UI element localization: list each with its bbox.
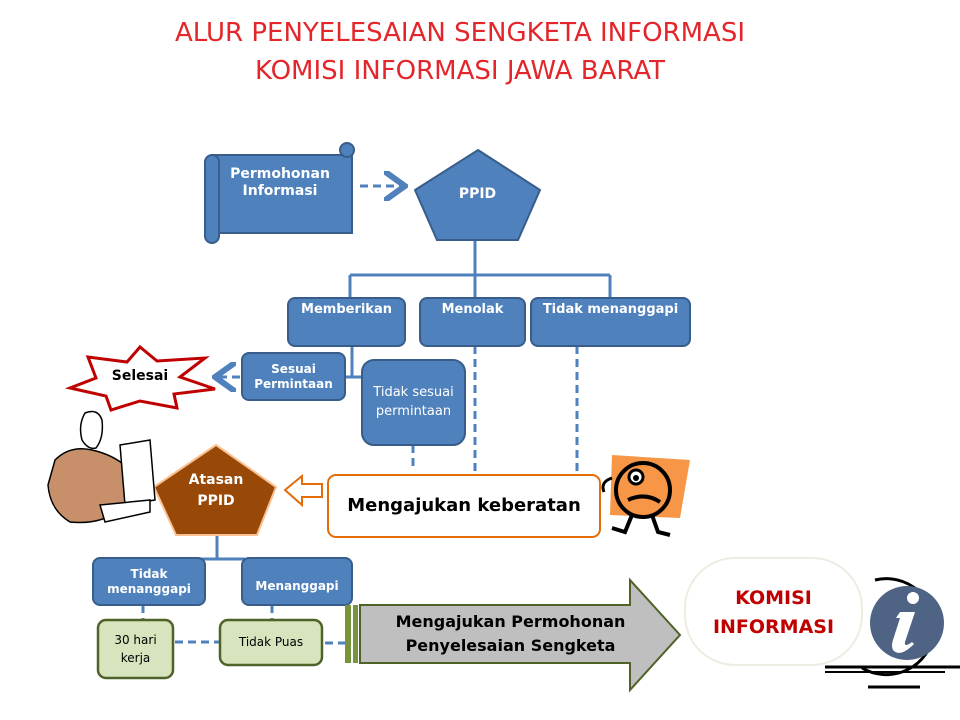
atasan-tidak-menanggapi-node: Tidak menanggapi: [107, 566, 191, 596]
30-hari-kerja-node: 30 hari kerja: [114, 633, 157, 665]
sesuai-permintaan-node: Sesuai Permintaan: [254, 361, 333, 391]
menanggapi-node: Menanggapi: [255, 579, 339, 593]
ppid-node: PPID: [458, 186, 497, 203]
big-arrow: [345, 577, 682, 693]
ppid-tidak-menanggapi-node: Tidak menanggapi: [542, 302, 679, 317]
memberikan-node: Memberikan: [301, 302, 392, 317]
permohonan-informasi-node: Permohonan Informasi: [230, 165, 330, 200]
komisi-box: [684, 557, 863, 666]
mengajukan-sengketa-node: Mengajukan Permohonan Penyelesaian Sengk…: [395, 612, 626, 655]
person-at-computer-icon: [47, 410, 156, 524]
selesai-star: [64, 344, 216, 412]
ppid-pentagon: [413, 148, 542, 241]
mengajukan-keberatan-node: Mengajukan keberatan: [347, 494, 581, 516]
tidak-sesuai-permintaan-node: Tidak sesuai permintaan: [373, 384, 454, 419]
scroll-shape: [204, 142, 355, 244]
tidak-puas-node: Tidak Puas: [238, 635, 304, 649]
menolak-node: Menolak: [441, 302, 504, 317]
atasan-pentagon: [152, 443, 278, 536]
hollow-arrow: [283, 473, 323, 508]
title-line-2: KOMISI INFORMASI JAWA BARAT: [254, 56, 666, 86]
sad-face-icon: [601, 455, 690, 537]
info-icon: [825, 577, 960, 689]
selesai-node: Selesai: [111, 368, 169, 385]
komisi-informasi-node: KOMISI INFORMASI: [712, 587, 835, 638]
atasan-ppid-node: Atasan PPID: [188, 472, 244, 509]
title-line-1: ALUR PENYELESAIAN SENGKETA INFORMASI: [175, 18, 745, 48]
